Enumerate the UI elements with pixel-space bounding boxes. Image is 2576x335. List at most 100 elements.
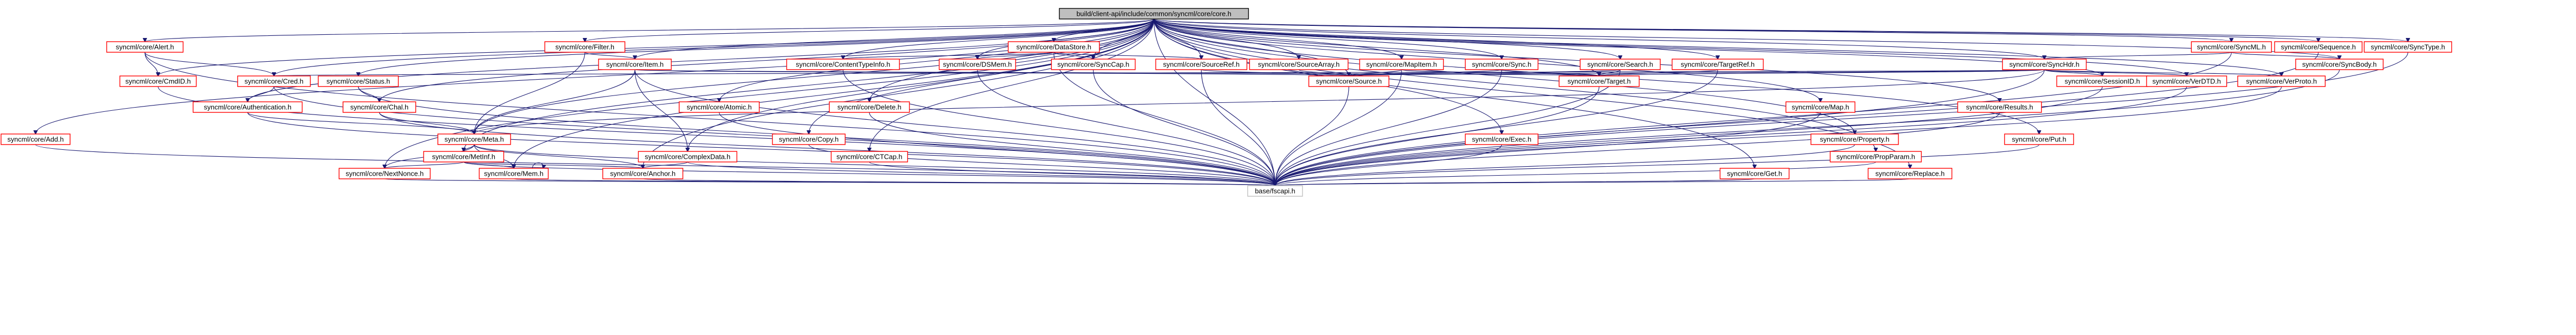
node-nextnonce[interactable]: syncml/core/NextNonce.h: [338, 168, 431, 179]
node-meta[interactable]: syncml/core/Meta.h: [437, 133, 511, 145]
node-box-targetref: [1671, 59, 1764, 70]
edge-root-to-chal: [379, 18, 1154, 102]
node-label-map: syncml/core/Map.h: [1791, 103, 1849, 111]
node-ctcap[interactable]: syncml/core/CTCap.h: [830, 151, 908, 162]
node-metinf[interactable]: syncml/core/MetInf.h: [423, 151, 504, 162]
node-sourcearray[interactable]: syncml/core/SourceArray.h: [1249, 59, 1349, 70]
node-verdtd[interactable]: syncml/core/VerDTD.h: [2146, 75, 2227, 87]
edge-search-to-source: [1349, 69, 1621, 76]
edge-propparam-to-fscapi: [1275, 161, 1876, 186]
edge-sync-to-target: [1501, 69, 1599, 76]
edge-mem-self-loop: [532, 162, 543, 169]
node-targetref[interactable]: syncml/core/TargetRef.h: [1671, 59, 1764, 70]
node-label-ctcap: syncml/core/CTCap.h: [837, 153, 903, 161]
node-box-get: [1719, 168, 1790, 179]
node-map[interactable]: syncml/core/Map.h: [1785, 101, 1856, 113]
edge-authentication-to-fscapi: [247, 112, 1275, 186]
node-syncbody[interactable]: syncml/core/SyncBody.h: [2295, 59, 2384, 70]
edge-root-to-fscapi: [1153, 18, 1275, 186]
node-box-meta: [437, 133, 511, 145]
node-label-synctype: syncml/core/SyncType.h: [2371, 43, 2445, 51]
node-synccap[interactable]: syncml/core/SyncCap.h: [1051, 59, 1136, 70]
node-cred[interactable]: syncml/core/Cred.h: [237, 75, 311, 87]
node-status[interactable]: syncml/core/Status.h: [318, 75, 399, 87]
node-box-propparam: [1829, 151, 1922, 162]
edge-root-to-synccap: [1093, 18, 1154, 59]
edge-cred-to-authentication: [248, 86, 275, 102]
edge-add-to-fscapi: [35, 144, 1276, 186]
node-box-authentication: [192, 101, 303, 113]
node-box-verproto: [2237, 75, 2326, 87]
node-target[interactable]: syncml/core/Target.h: [1559, 75, 1640, 87]
node-box-synctype: [2364, 41, 2452, 53]
node-root[interactable]: build/client-api/include/common/syncml/c…: [1059, 8, 1249, 20]
node-sync[interactable]: syncml/core/Sync.h: [1465, 59, 1539, 70]
node-box-root: [1059, 8, 1249, 20]
node-box-mem: [478, 168, 549, 179]
node-cmdid[interactable]: syncml/core/CmdID.h: [119, 75, 197, 87]
node-item[interactable]: syncml/core/Item.h: [598, 59, 672, 70]
node-exec[interactable]: syncml/core/Exec.h: [1465, 133, 1539, 145]
node-property[interactable]: syncml/core/Property.h: [1810, 133, 1899, 145]
node-fscapi[interactable]: base/fscapi.h: [1247, 185, 1303, 197]
node-source[interactable]: syncml/core/Source.h: [1308, 75, 1389, 87]
node-verproto[interactable]: syncml/core/VerProto.h: [2237, 75, 2326, 87]
node-box-target: [1559, 75, 1640, 87]
edge-synchdr-to-sessionid: [2044, 69, 2102, 76]
node-copy[interactable]: syncml/core/Copy.h: [772, 133, 846, 145]
node-label-mem: syncml/core/Mem.h: [484, 170, 544, 178]
edge-synccap-to-fscapi: [1093, 69, 1275, 186]
node-label-sessionid: syncml/core/SessionID.h: [2064, 78, 2140, 85]
node-label-add: syncml/core/Add.h: [7, 136, 64, 143]
node-label-synccap: syncml/core/SyncCap.h: [1057, 61, 1130, 69]
node-sequence[interactable]: syncml/core/Sequence.h: [2274, 41, 2363, 53]
node-label-property: syncml/core/Property.h: [1820, 136, 1889, 143]
node-propparam[interactable]: syncml/core/PropParam.h: [1829, 151, 1922, 162]
node-search[interactable]: syncml/core/Search.h: [1580, 59, 1661, 70]
node-contenttypeinfo[interactable]: syncml/core/ContentTypeInfo.h: [786, 59, 900, 70]
node-atomic[interactable]: syncml/core/Atomic.h: [679, 101, 760, 113]
node-label-targetref: syncml/core/TargetRef.h: [1681, 61, 1755, 69]
node-alert[interactable]: syncml/core/Alert.h: [106, 41, 184, 53]
edge-item-to-meta: [474, 69, 635, 134]
node-dsmem[interactable]: syncml/core/DSMem.h: [938, 59, 1016, 70]
node-box-replace: [1867, 168, 1953, 179]
node-add[interactable]: syncml/core/Add.h: [1, 133, 71, 145]
node-box-property: [1810, 133, 1899, 145]
node-label-search: syncml/core/Search.h: [1588, 61, 1653, 69]
node-box-syncbody: [2295, 59, 2384, 70]
node-filter[interactable]: syncml/core/Filter.h: [544, 41, 625, 53]
edge-root-to-atomic: [719, 18, 1154, 102]
node-anchor[interactable]: syncml/core/Anchor.h: [602, 168, 683, 179]
node-label-copy: syncml/core/Copy.h: [779, 136, 838, 143]
node-replace[interactable]: syncml/core/Replace.h: [1867, 168, 1953, 179]
node-box-synchdr: [2002, 59, 2087, 70]
node-datastore[interactable]: syncml/core/DataStore.h: [1007, 41, 1100, 53]
node-synchdr[interactable]: syncml/core/SyncHdr.h: [2002, 59, 2087, 70]
node-box-item: [598, 59, 672, 70]
node-box-fscapi: [1247, 185, 1303, 197]
node-synctype[interactable]: syncml/core/SyncType.h: [2364, 41, 2452, 53]
node-label-sync: syncml/core/Sync.h: [1472, 61, 1532, 69]
edge-ctcap-to-fscapi: [869, 161, 1275, 186]
edge-root-to-syncml: [1153, 18, 2231, 42]
node-authentication[interactable]: syncml/core/Authentication.h: [192, 101, 303, 113]
node-complexdata[interactable]: syncml/core/ComplexData.h: [638, 151, 738, 162]
edge-root-to-mem: [514, 18, 1154, 168]
node-get[interactable]: syncml/core/Get.h: [1719, 168, 1790, 179]
node-delete[interactable]: syncml/core/Delete.h: [829, 101, 910, 113]
node-label-item: syncml/core/Item.h: [606, 61, 663, 69]
edge-alert-to-cred: [144, 52, 274, 76]
node-results[interactable]: syncml/core/Results.h: [1957, 101, 2042, 113]
node-sessionid[interactable]: syncml/core/SessionID.h: [2056, 75, 2149, 87]
node-chal[interactable]: syncml/core/Chal.h: [342, 101, 416, 113]
node-put[interactable]: syncml/core/Put.h: [2004, 133, 2074, 145]
node-syncml[interactable]: syncml/core/SyncML.h: [2191, 41, 2272, 53]
edge-contenttypeinfo-to-fscapi: [843, 69, 1275, 186]
node-label-sourcearray: syncml/core/SourceArray.h: [1258, 61, 1339, 69]
node-mem[interactable]: syncml/core/Mem.h: [478, 168, 549, 179]
node-mapitem[interactable]: syncml/core/MapItem.h: [1359, 59, 1444, 70]
node-label-sequence: syncml/core/Sequence.h: [2281, 43, 2356, 51]
node-sourceref[interactable]: syncml/core/SourceRef.h: [1155, 59, 1248, 70]
edge-replace-to-fscapi: [1275, 178, 1911, 186]
